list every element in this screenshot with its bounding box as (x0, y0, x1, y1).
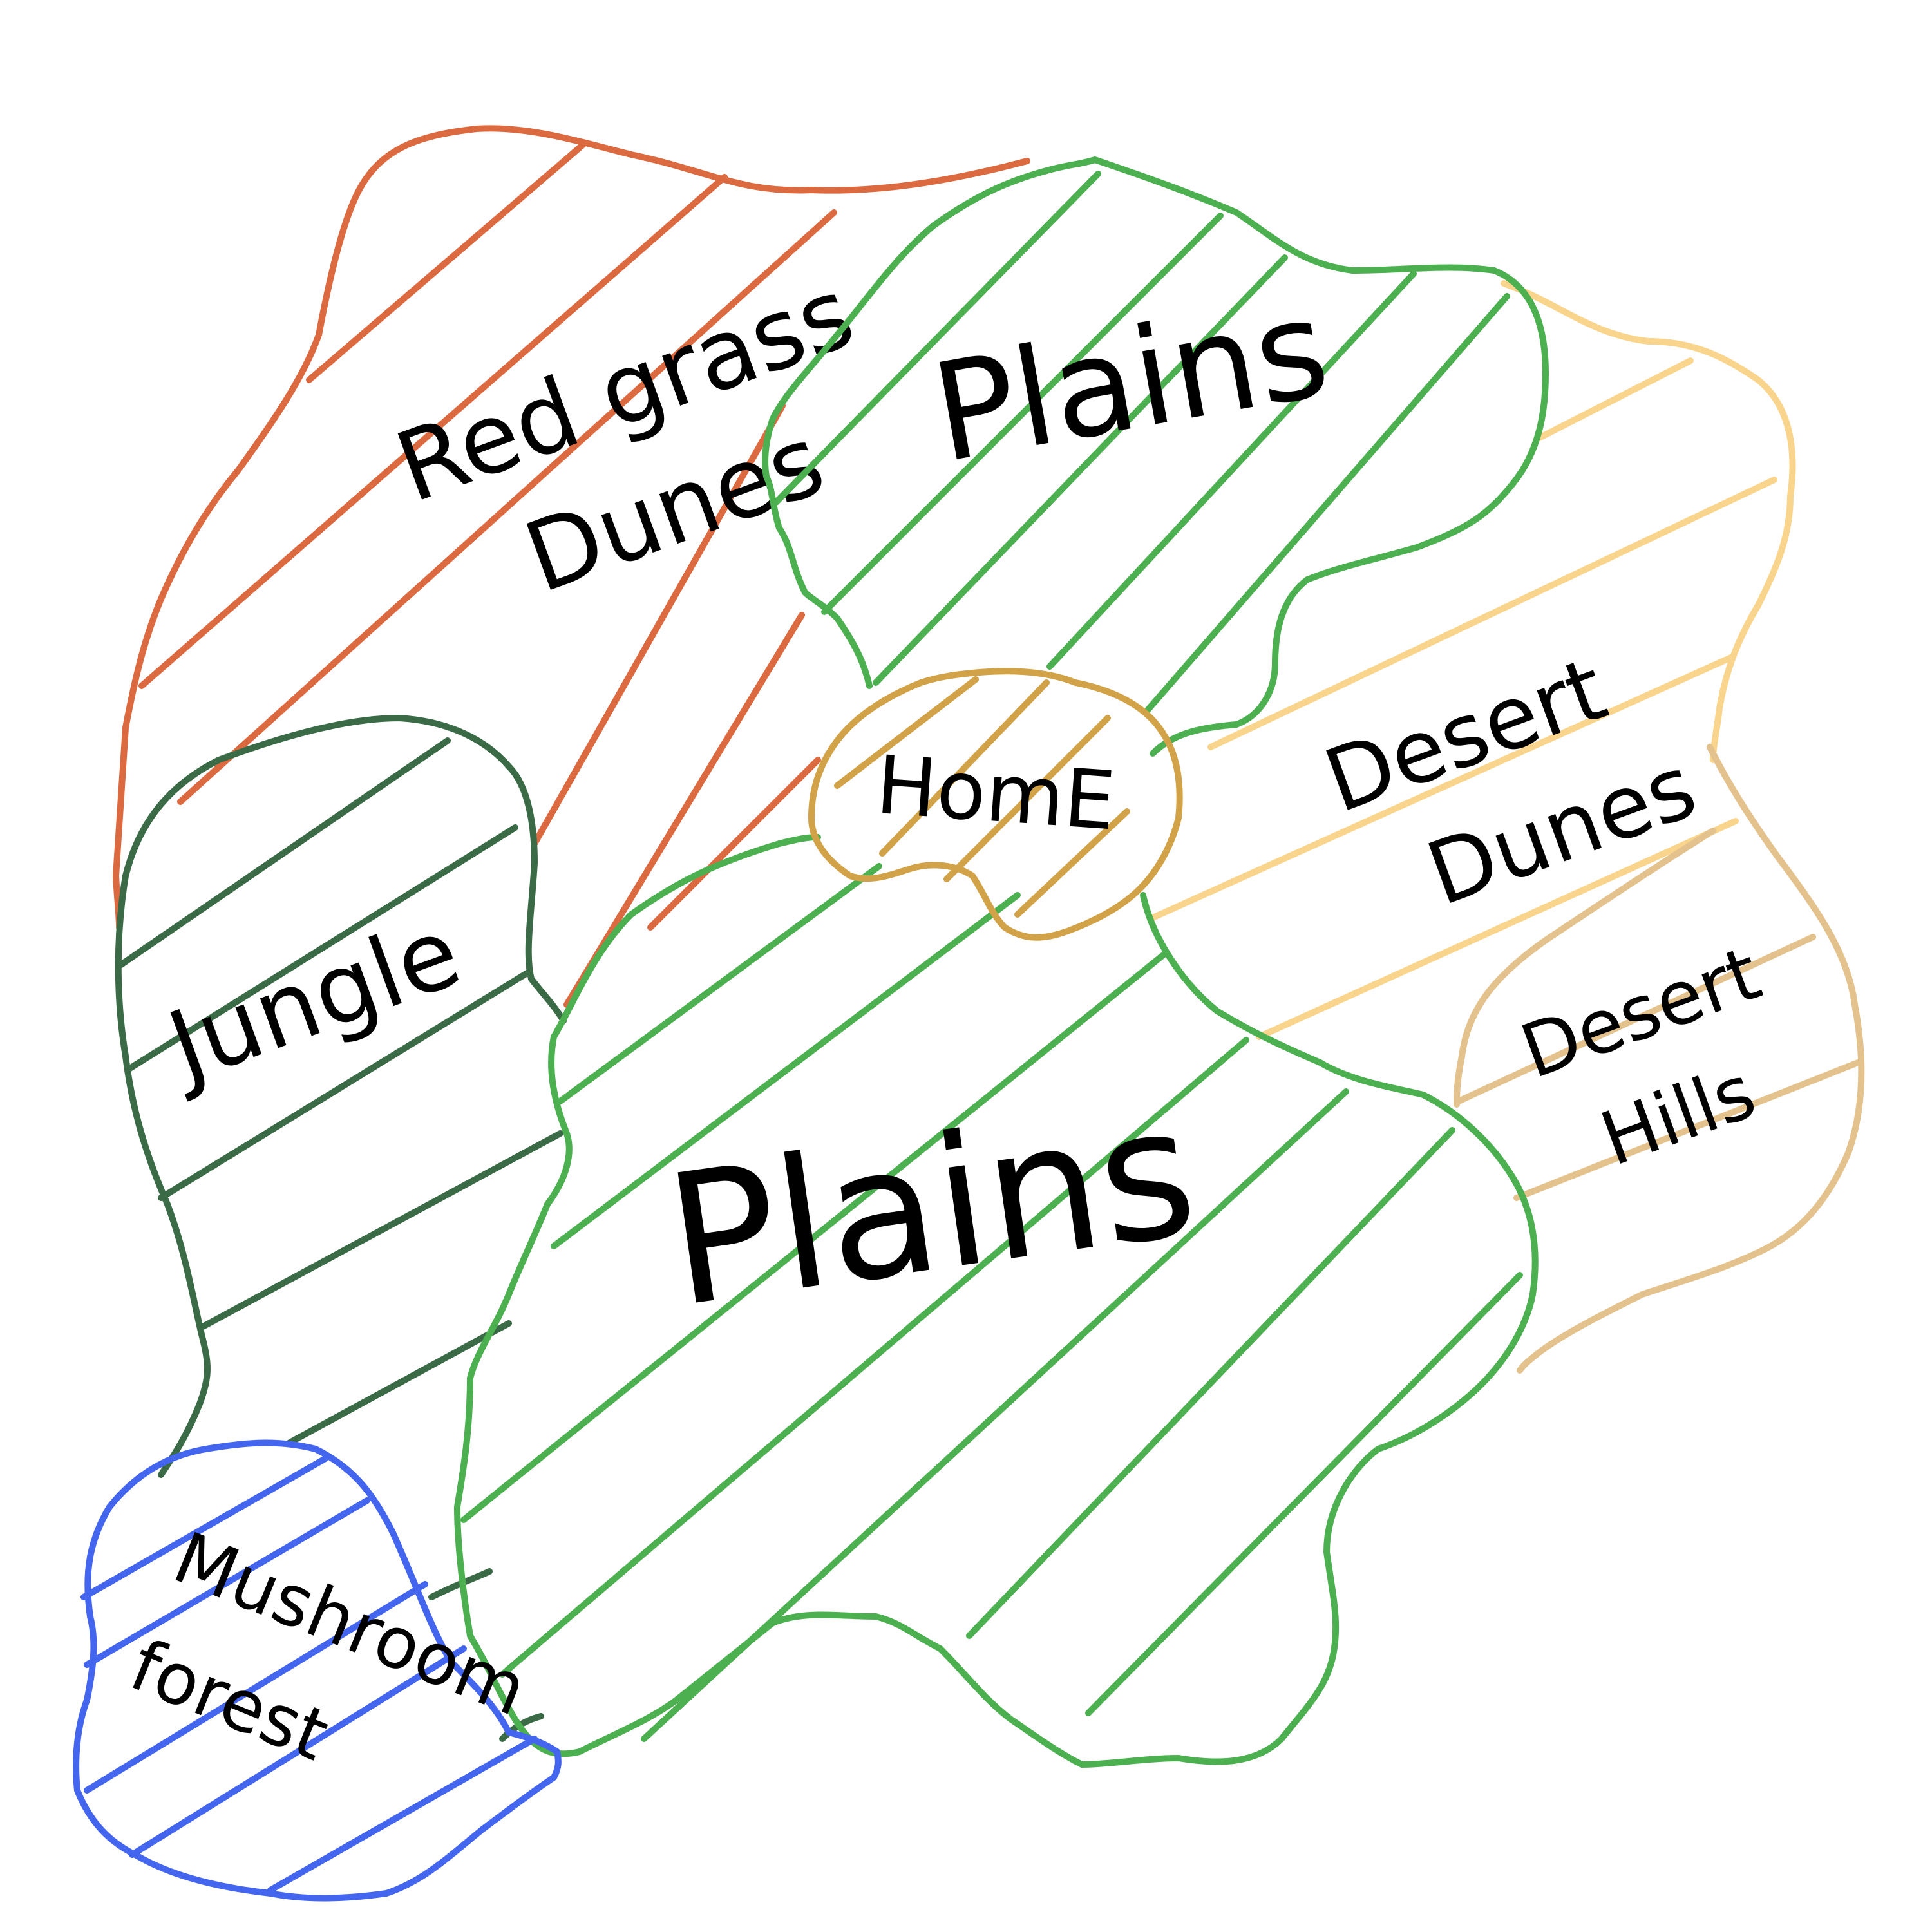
region-mushroom-forest: Mushroom forest (73, 1439, 562, 1902)
plains-north-hatching (773, 171, 1510, 715)
desert-hills-inner-outline (1454, 828, 1716, 1108)
desert-hills-hatching (1455, 934, 1861, 1201)
jungle-hatching (116, 737, 564, 1446)
red-grass-dunes-hatching (138, 142, 837, 1008)
region-plains-south: Plains (454, 834, 1539, 1768)
plains-south-outline (454, 834, 1539, 1768)
jungle-label: Jungle (150, 896, 474, 1105)
red-grass-dunes-outline (113, 125, 1030, 931)
plains-north-outline (762, 156, 1549, 757)
region-desert-hills: Desert Hills (1454, 744, 1865, 1374)
plains-north-label: Plains (922, 269, 1340, 493)
mushroom-forest-hatching (80, 1455, 538, 1893)
home-hatching (834, 676, 1130, 918)
home-label: HomE (873, 739, 1118, 849)
red-grass-dunes-label: Red grass Dunes (383, 256, 914, 646)
region-plains-north: Plains (762, 156, 1549, 757)
desert-hills-label: Desert Hills (1510, 929, 1812, 1198)
mushroom-forest-outline (73, 1439, 562, 1902)
jungle-outline (115, 715, 567, 1478)
desert-dunes-hatching (1150, 357, 1777, 1040)
home-outline (808, 668, 1183, 941)
desert-dunes-outline (1501, 280, 1796, 763)
desert-hills-outline (1517, 744, 1865, 1374)
region-home: HomE (808, 668, 1183, 941)
plains-south-hatching (460, 863, 1523, 1742)
mushroom-forest-label: Mushroom forest (119, 1517, 540, 1841)
